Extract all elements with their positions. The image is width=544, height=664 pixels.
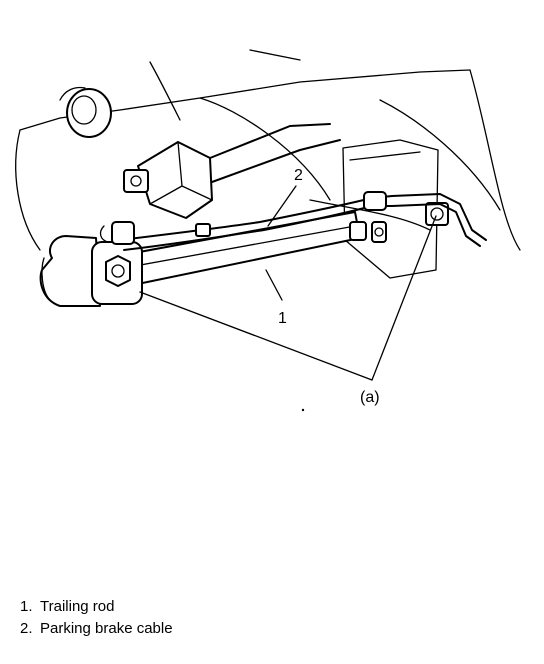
legend-number: 1.: [20, 598, 33, 615]
chassis-outline: [15, 49, 521, 251]
rubber-plug: [59, 86, 112, 138]
legend-text: Trailing rod: [40, 598, 115, 615]
callout-1: 1: [278, 310, 287, 327]
parking-brake-cable: [99, 191, 487, 251]
callout-2: 2: [294, 167, 303, 184]
bracket-block: [123, 123, 341, 219]
trailing-rod: [39, 211, 387, 307]
legend-text: Parking brake cable: [40, 620, 173, 637]
legend-item-trailing-rod: 1. Trailing rod: [20, 596, 173, 618]
callout-a: (a): [360, 389, 380, 406]
stray-dot: [301, 408, 305, 412]
legend-item-parking-brake-cable: 2. Parking brake cable: [20, 618, 173, 640]
legend: 1. Trailing rod 2. Parking brake cable: [20, 596, 173, 640]
leader-lines: [139, 185, 437, 381]
legend-number: 2.: [20, 620, 33, 637]
